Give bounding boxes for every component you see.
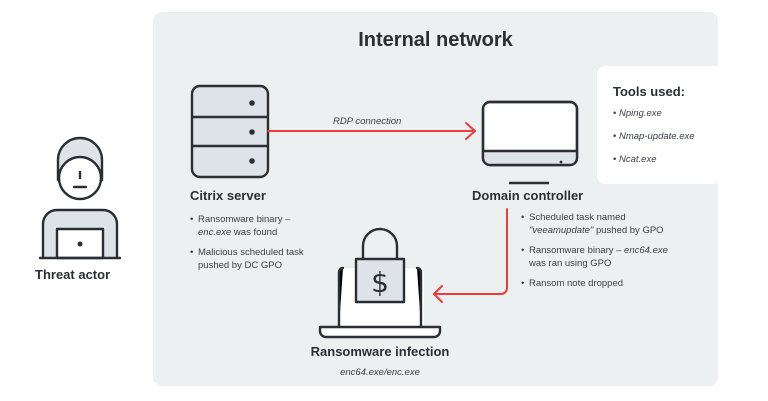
arrowhead-icon [433, 285, 443, 303]
ransomware-infection-sublabel: enc64.exe/enc.exe [340, 367, 420, 378]
tools-used-title: Tools used: [613, 84, 685, 99]
citrix-server-notes: Ransomware binary – enc.exe was found Ma… [190, 213, 330, 279]
tools-used-list: Nping.exe Nmap-update.exe Ncat.exe [613, 108, 695, 177]
threat-actor-icon [38, 136, 122, 260]
tool-item: Nping.exe [613, 108, 695, 131]
server-icon [190, 84, 270, 179]
note-item: Malicious scheduled task pushed by DC GP… [190, 246, 330, 272]
citrix-server-label: Citrix server [190, 188, 266, 203]
laptop-padlock-dollar-icon: $ [318, 227, 442, 339]
note-item: Ransomware binary – enc64.exe was ran us… [521, 244, 701, 270]
panel-title: Internal network [358, 29, 513, 51]
note-item: Scheduled task named "veeamupdate" pushe… [521, 211, 701, 237]
edge-dc-to-infection [433, 208, 508, 303]
tool-item: Nmap-update.exe [613, 131, 695, 154]
arrowhead-icon [465, 122, 476, 140]
ransomware-infection-label: Ransomware infection [310, 344, 450, 359]
dollar-icon: $ [371, 266, 389, 299]
note-item: Ransom note dropped [521, 277, 701, 290]
edge-rdp-connection [267, 122, 476, 140]
domain-controller-notes: Scheduled task named "veeamupdate" pushe… [521, 211, 701, 297]
tool-item: Ncat.exe [613, 154, 695, 177]
monitor-icon [481, 100, 579, 185]
note-item: Ransomware binary – enc.exe was found [190, 213, 330, 239]
domain-controller-label: Domain controller [472, 188, 584, 203]
rdp-connection-label: RDP connection [333, 116, 402, 127]
threat-actor-label: Threat actor [35, 267, 111, 282]
